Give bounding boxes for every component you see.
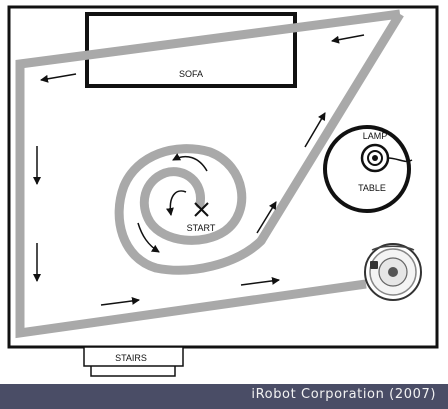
spiral-path	[114, 144, 266, 275]
room-walls	[7, 5, 439, 349]
lamp-label: LAMP	[363, 131, 388, 141]
lamp-cord	[387, 157, 413, 163]
arrow-spiral-inner	[165, 190, 187, 216]
arrow-spiral-lower	[137, 222, 160, 253]
start-label: START	[187, 223, 216, 233]
arrow-spiral-top	[172, 153, 208, 172]
arrow-top-right	[331, 34, 365, 44]
start-marker	[194, 202, 209, 217]
sofa-label: SOFA	[179, 69, 203, 79]
robot-vacuum-icon	[364, 243, 422, 301]
arrow-bottom-right	[240, 276, 280, 286]
table-label: TABLE	[358, 183, 386, 193]
footer-bar	[0, 384, 448, 409]
stairs-step-upper	[83, 346, 184, 367]
perimeter-path	[15, 9, 404, 339]
cleaning-path	[15, 9, 404, 339]
image-credit: iRobot Corporation (2007)	[251, 387, 436, 402]
arrow-diagonal-upper	[304, 112, 326, 148]
arrow-top-left	[40, 73, 77, 83]
arrow-bottom-left	[100, 296, 140, 306]
lamp-table	[323, 125, 413, 213]
arrow-diagonal-lower	[256, 201, 277, 234]
stairs-label: STAIRS	[115, 353, 147, 363]
direction-arrows	[33, 34, 365, 306]
lamp-center	[372, 155, 378, 161]
